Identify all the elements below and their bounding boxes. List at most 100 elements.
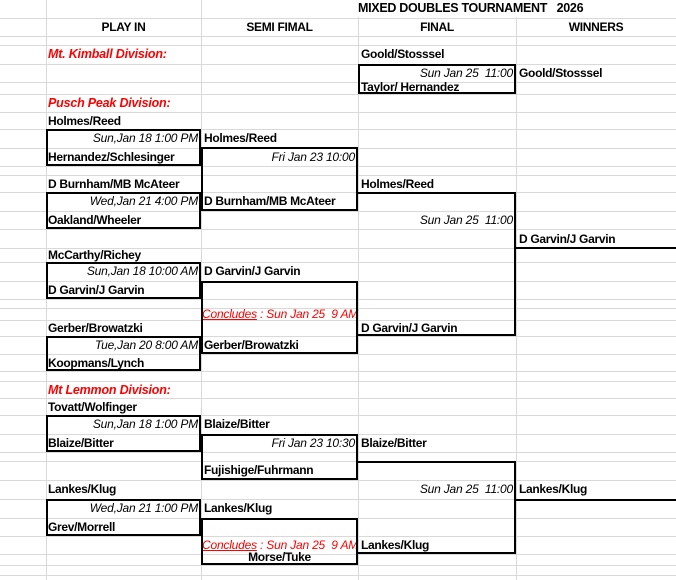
bracket-box-kimball-final (358, 63, 516, 94)
concludes-label: Concludes (202, 538, 257, 552)
gridline-horizontal (0, 308, 676, 309)
gridline-vertical (358, 0, 359, 580)
team-name: Blaize/Bitter (204, 417, 270, 431)
match-time: Sun,Jan 18 1:00 PM (92, 131, 198, 145)
team-name: Hernandez/Schlesinger (48, 149, 175, 164)
team-name: Holmes/Reed (361, 176, 434, 191)
bracket-box-playin (46, 128, 201, 166)
gridline-horizontal (0, 211, 676, 212)
match-time: Wed,Jan 21 4:00 PM (89, 194, 198, 208)
gridline-horizontal (0, 479, 676, 481)
column-header-play-in: PLAY IN (101, 19, 146, 34)
gridline-horizontal (0, 397, 676, 399)
team-name: McCarthy/Richey (48, 247, 141, 262)
team-name: Koopmans/Lynch (48, 355, 145, 370)
gridline-horizontal (0, 354, 676, 355)
gridline-horizontal (0, 35, 676, 37)
team-name: Holmes/Reed (48, 113, 121, 128)
winner-line (516, 246, 676, 249)
match-time: Wed,Jan 21 1:00 PM (89, 501, 198, 515)
team-name: Blaize/Bitter (48, 435, 114, 450)
team-name: Morse/Tuke (248, 549, 311, 564)
gridline-horizontal (0, 262, 676, 263)
bracket-box-playin (46, 192, 201, 229)
division-label-lemmon: Mt Lemmon Division: (48, 382, 171, 397)
team-name: D Garvin/J Garvin (204, 264, 301, 278)
team-name: Lankes/Klug (48, 482, 117, 496)
gridline-horizontal (0, 499, 676, 500)
bracket-box-semifinal (201, 147, 358, 211)
match-time: Fri Jan 23 10:30 (271, 435, 355, 450)
tournament-title: MIXED DOUBLES TOURNAMENT 2026 (358, 0, 584, 17)
gridline-horizontal (0, 45, 676, 46)
team-name: D Garvin/J Garvin (361, 320, 458, 335)
gridline-horizontal (0, 371, 676, 372)
division-label-kimball: Mt. Kimball Division: (48, 47, 167, 61)
bracket-box-lemmon-final (358, 461, 516, 554)
concludes-note: Concludes : Sun Jan 25 9 AM (202, 305, 359, 323)
gridline-horizontal (0, 536, 676, 537)
match-time: Sun Jan 25 11:00 (419, 65, 513, 80)
team-name: Lankes/Klug (204, 501, 273, 515)
gridline-horizontal (0, 554, 676, 555)
concludes-label: Concludes (202, 307, 257, 321)
gridline-horizontal (0, 63, 676, 65)
division-label-pusch: Pusch Peak Division: (48, 95, 171, 110)
column-header-winners: WINNERS (568, 19, 624, 34)
gridline-horizontal (0, 174, 676, 176)
team-name: Fujishige/Fuhrmann (204, 463, 314, 477)
gridline-horizontal (0, 380, 676, 382)
team-name: Grev/Morrell (48, 519, 116, 534)
gridline-horizontal (0, 452, 676, 453)
gridline-horizontal (0, 565, 676, 566)
team-name: Blaize/Bitter (361, 435, 427, 450)
column-header-semi-final: SEMI FIMAL (246, 19, 313, 34)
match-time: Fri Jan 23 10:00 (271, 149, 355, 164)
gridline-horizontal (0, 298, 676, 300)
bracket-box-playin (46, 262, 201, 299)
gridline-horizontal (0, 82, 676, 83)
gridline-horizontal (0, 17, 676, 19)
gridline-horizontal (0, 111, 676, 113)
bracket-box-playin (46, 499, 201, 536)
column-header-final: FINAL (420, 19, 454, 34)
gridline-horizontal (0, 461, 676, 462)
winner-name: D Garvin/J Garvin (519, 231, 616, 246)
team-name: D Garvin/J Garvin (48, 282, 145, 297)
gridline-horizontal (0, 93, 676, 95)
team-name: Tovatt/Wolfinger (48, 399, 137, 414)
gridline-horizontal (0, 247, 676, 249)
team-name: Oakland/Wheeler (48, 213, 141, 227)
bracket-box-pusch-final (358, 192, 516, 336)
bracket-box-playin (46, 414, 201, 452)
winner-name: Goold/Stosssel (519, 65, 603, 80)
concludes-note: Concludes : Sun Jan 25 9 AM (202, 536, 358, 554)
team-name: Taylor/ Hernandez (361, 79, 460, 94)
gridline-horizontal (0, 192, 676, 193)
gridline-horizontal (0, 336, 676, 337)
gridline-horizontal (0, 575, 676, 576)
gridline-horizontal (0, 129, 676, 130)
team-name: Gerber/Browatzki (48, 321, 143, 335)
concludes-time: : Sun Jan 25 9 AM (256, 307, 359, 321)
match-time: Sun Jan 25 11:00 (419, 212, 513, 227)
team-name: D Burnham/MB McAteer (204, 194, 336, 208)
team-name: Holmes/Reed (204, 131, 277, 145)
team-name: D Burnham/MB McAteer (48, 176, 180, 191)
winner-name: Lankes/Klug (519, 482, 588, 496)
match-time: Tue,Jan 20 8:00 AM (94, 338, 198, 352)
bracket-box-semifinal (201, 433, 358, 480)
bracket-box-semifinal (201, 517, 358, 565)
gridline-horizontal (0, 320, 676, 321)
match-time: Sun Jan 25 11:00 (419, 482, 513, 496)
gridline-vertical (516, 0, 517, 580)
team-name: Goold/Stosssel (361, 47, 445, 61)
match-time: Sun,Jan 18 10:00 AM (86, 264, 198, 278)
gridline-horizontal (0, 414, 676, 416)
bracket-box-playin (46, 336, 201, 371)
team-name: Gerber/Browatzki (204, 338, 299, 352)
winner-line (516, 498, 676, 501)
team-name: Lankes/Klug (361, 538, 430, 552)
match-time: Sun,Jan 18 1:00 PM (92, 417, 198, 431)
